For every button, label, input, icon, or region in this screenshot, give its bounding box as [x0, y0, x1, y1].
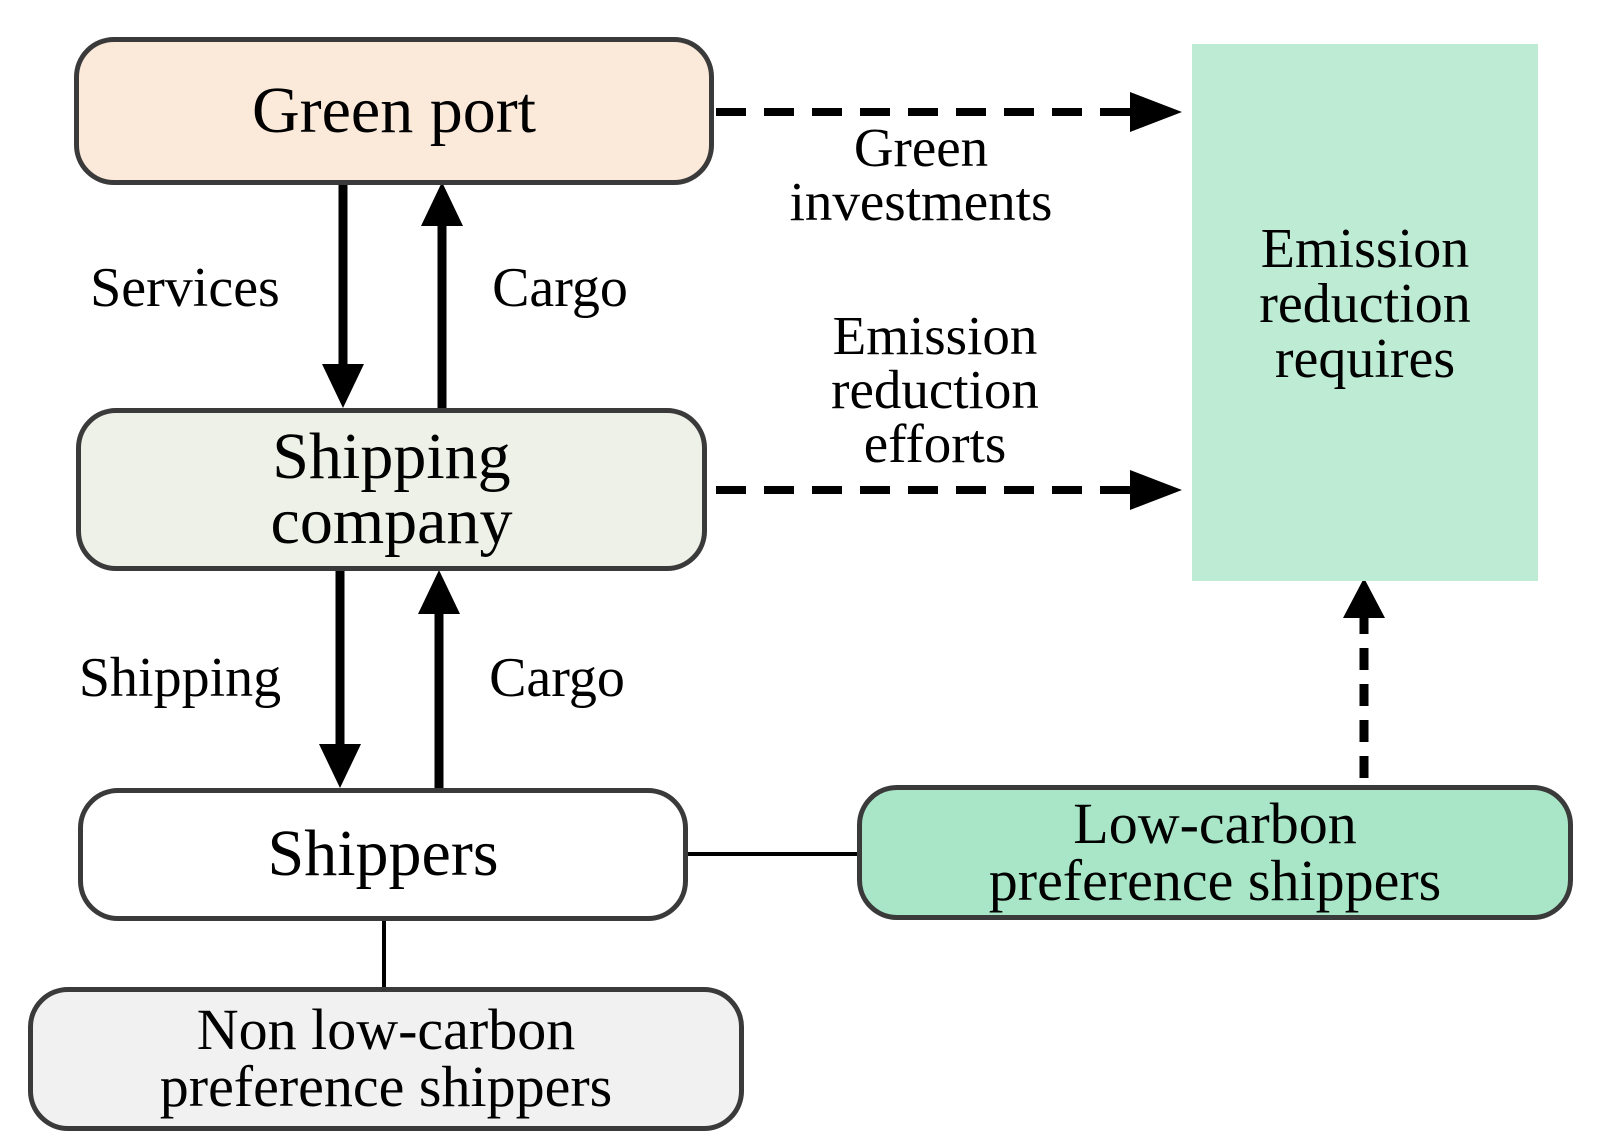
edge-label-green-investments-line-1: Green [853, 117, 989, 178]
node-non-low-carbon-line-2: preference shippers [159, 1054, 613, 1119]
node-shipping-company: Shipping company [76, 408, 707, 571]
node-shipping-company-line-2: company [270, 484, 513, 558]
node-non-low-carbon-line-1: Non low-carbon [196, 997, 576, 1063]
node-green-port-label: Green port [251, 73, 537, 147]
edge-label-cargo-upper: Cargo [492, 257, 628, 319]
node-shippers-label: Shippers [267, 817, 499, 891]
node-emission-requires-label: Emission reduction requires [1259, 218, 1471, 390]
node-shippers: Shippers [78, 788, 688, 921]
node-non-low-carbon-shippers-label: Non low-carbon preference shippers [159, 997, 613, 1119]
node-shipping-company-label: Shipping company [270, 419, 513, 558]
node-shipping-company-line-1: Shipping [272, 419, 511, 493]
node-low-carbon-shippers-label: Low-carbon preference shippers [988, 790, 1442, 913]
edge-label-services: Services [90, 257, 280, 319]
node-low-carbon-shippers: Low-carbon preference shippers [857, 785, 1573, 920]
node-non-low-carbon-shippers: Non low-carbon preference shippers [28, 987, 744, 1131]
arrow-cargo-upper [421, 182, 463, 411]
edge-label-emission-efforts-line-3: efforts [863, 412, 1007, 474]
edge-label-emission-efforts-line-1: Emission [832, 305, 1038, 366]
node-emission-requires-line-1: Emission [1260, 218, 1470, 280]
edge-label-emission-efforts-line-2: reduction [831, 358, 1039, 420]
arrow-shipping [319, 571, 361, 788]
arrow-emission-efforts [716, 470, 1182, 510]
arrow-low-carbon-to-requires [1343, 578, 1385, 778]
arrow-green-investments [716, 92, 1182, 132]
node-low-carbon-line-1: Low-carbon [1073, 790, 1357, 856]
node-low-carbon-line-2: preference shippers [988, 847, 1442, 913]
arrow-cargo-lower [418, 570, 460, 791]
node-emission-reduction-requires: Emission reduction requires [1192, 44, 1538, 581]
node-green-port: Green port [74, 37, 714, 185]
edge-label-emission-efforts: Emission reduction efforts [778, 305, 1092, 474]
edge-label-cargo-lower: Cargo [489, 647, 625, 709]
edge-label-green-investments-line-2: investments [789, 170, 1053, 232]
edge-label-green-investments: Green investments [726, 117, 1116, 232]
edge-label-shipping: Shipping [78, 647, 282, 709]
node-emission-requires-line-3: requires [1274, 327, 1456, 390]
arrow-services [322, 182, 364, 408]
node-emission-requires-line-2: reduction [1259, 272, 1471, 335]
